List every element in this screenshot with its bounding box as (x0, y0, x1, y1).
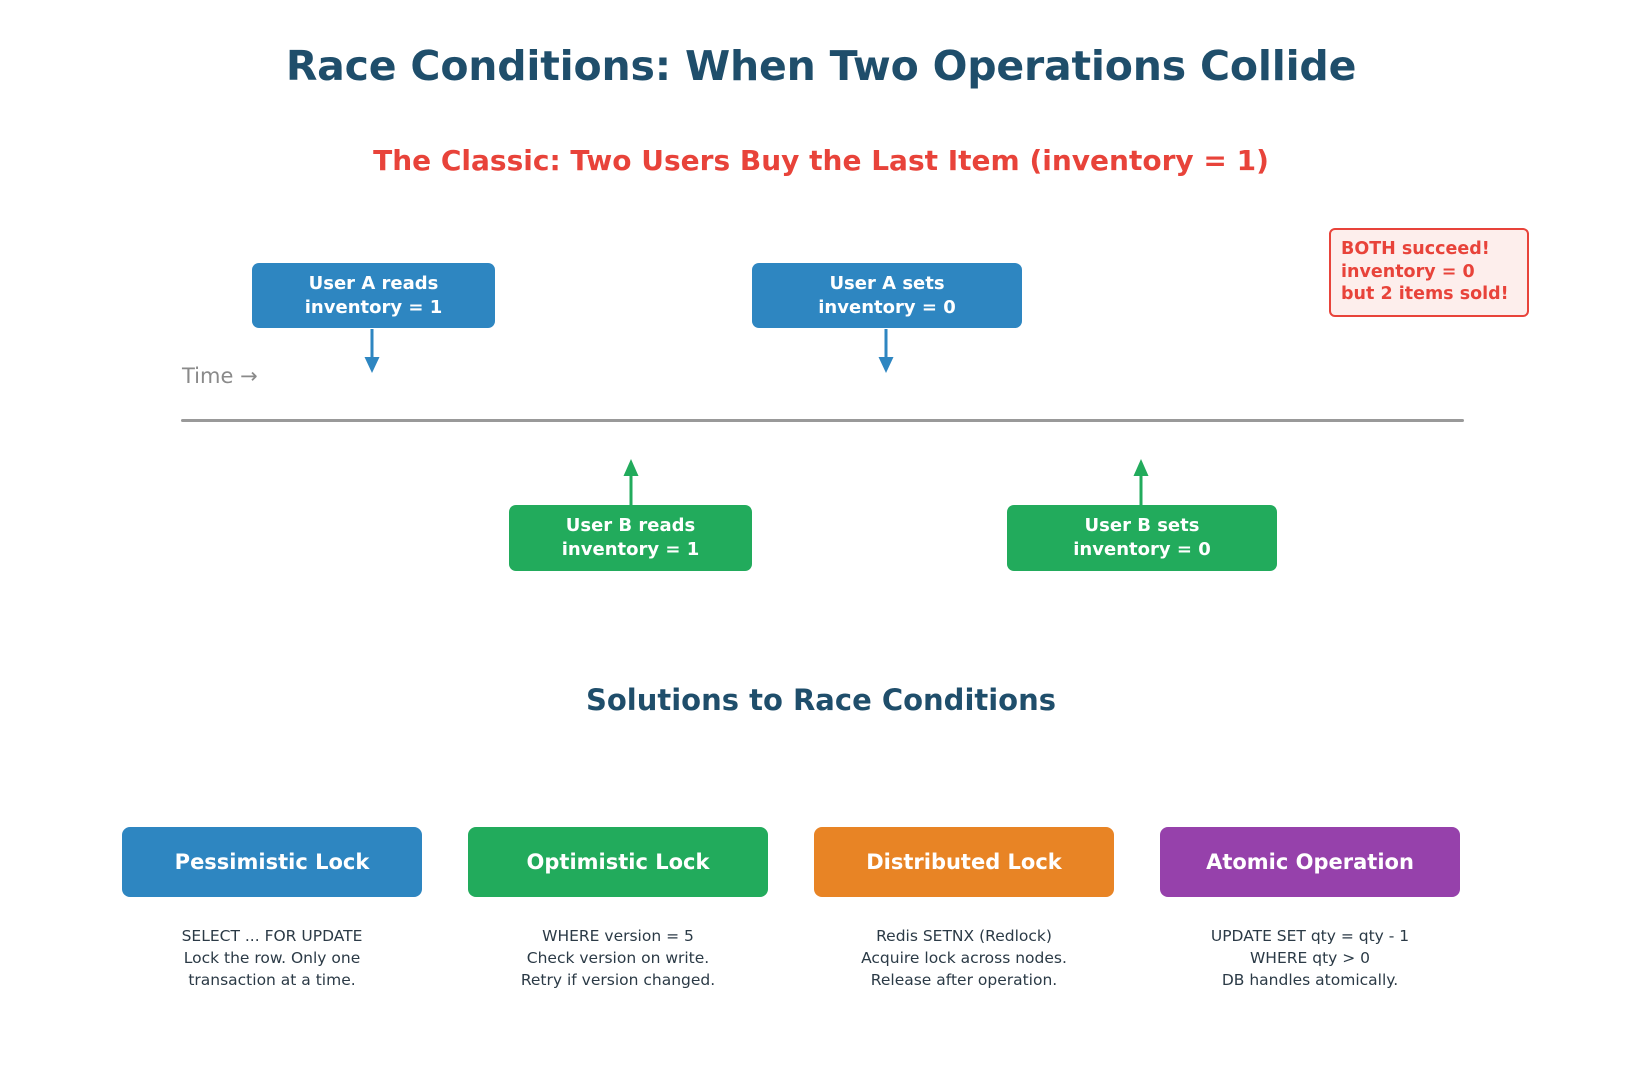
caption-line-3: Release after operation. (870, 971, 1058, 989)
arrow-up-user-b-sets (1133, 459, 1149, 505)
caption-line-3: Retry if version changed. (520, 971, 716, 989)
solution-caption-distributed-lock: Redis SETNX (Redlock) Acquire lock acros… (804, 925, 1124, 991)
event-box-user-b-sets: User B sets inventory = 0 (1007, 505, 1277, 571)
page-title: Race Conditions: When Two Operations Col… (285, 42, 1357, 90)
scenario-heading: The Classic: Two Users Buy the Last Item… (373, 144, 1269, 177)
event-line-2: inventory = 0 (818, 296, 956, 318)
solution-card-label: Distributed Lock (866, 850, 1062, 874)
warning-line-3: but 2 items sold! (1341, 284, 1509, 305)
timeline-axis (181, 419, 1464, 422)
caption-line-2: Lock the row. Only one (183, 949, 361, 967)
event-line-1: User B reads (565, 515, 696, 537)
event-line-2: inventory = 1 (561, 539, 700, 560)
solution-card-label: Pessimistic Lock (174, 850, 370, 874)
warning-line-1: BOTH succeed! (1341, 239, 1490, 259)
time-axis-label: Time → (182, 364, 258, 388)
arrow-up-user-b-reads (623, 459, 639, 505)
solution-card-optimistic-lock[interactable]: Optimistic Lock (468, 827, 768, 897)
arrow-down-user-a-sets (878, 329, 894, 373)
event-line-1: User A sets (829, 272, 945, 294)
arrow-down-user-a-reads (364, 329, 380, 373)
solution-card-distributed-lock[interactable]: Distributed Lock (814, 827, 1114, 897)
caption-line-1: UPDATE SET qty = qty - 1 (1210, 927, 1410, 945)
solution-card-label: Optimistic Lock (526, 850, 710, 874)
warning-line-2: inventory = 0 (1341, 261, 1475, 282)
caption-line-2: Check version on write. (526, 949, 710, 967)
both-succeed-warning-box: BOTH succeed! inventory = 0 but 2 items … (1329, 228, 1529, 317)
event-box-user-a-reads: User A reads inventory = 1 (252, 263, 495, 328)
caption-line-3: DB handles atomically. (1221, 971, 1399, 989)
event-line-2: inventory = 1 (304, 296, 443, 318)
caption-line-1: Redis SETNX (Redlock) (876, 927, 1052, 945)
event-line-1: User B sets (1084, 515, 1200, 537)
solution-caption-pessimistic-lock: SELECT ... FOR UPDATE Lock the row. Only… (112, 925, 432, 991)
solution-caption-atomic-operation: UPDATE SET qty = qty - 1 WHERE qty > 0 D… (1150, 925, 1470, 991)
caption-line-2: WHERE qty > 0 (1249, 949, 1371, 967)
solution-card-atomic-operation[interactable]: Atomic Operation (1160, 827, 1460, 897)
event-line-1: User A reads (308, 272, 439, 294)
solution-card-pessimistic-lock[interactable]: Pessimistic Lock (122, 827, 422, 897)
event-box-user-b-reads: User B reads inventory = 1 (509, 505, 752, 571)
event-box-user-a-sets: User A sets inventory = 0 (752, 263, 1022, 328)
caption-line-1: WHERE version = 5 (542, 927, 694, 945)
caption-line-2: Acquire lock across nodes. (861, 949, 1067, 967)
caption-line-1: SELECT ... FOR UPDATE (181, 927, 363, 945)
solutions-heading: Solutions to Race Conditions (585, 683, 1057, 717)
event-line-2: inventory = 0 (1073, 539, 1211, 560)
caption-line-3: transaction at a time. (188, 971, 356, 989)
solution-caption-optimistic-lock: WHERE version = 5 Check version on write… (458, 925, 778, 991)
solution-card-label: Atomic Operation (1206, 850, 1414, 874)
